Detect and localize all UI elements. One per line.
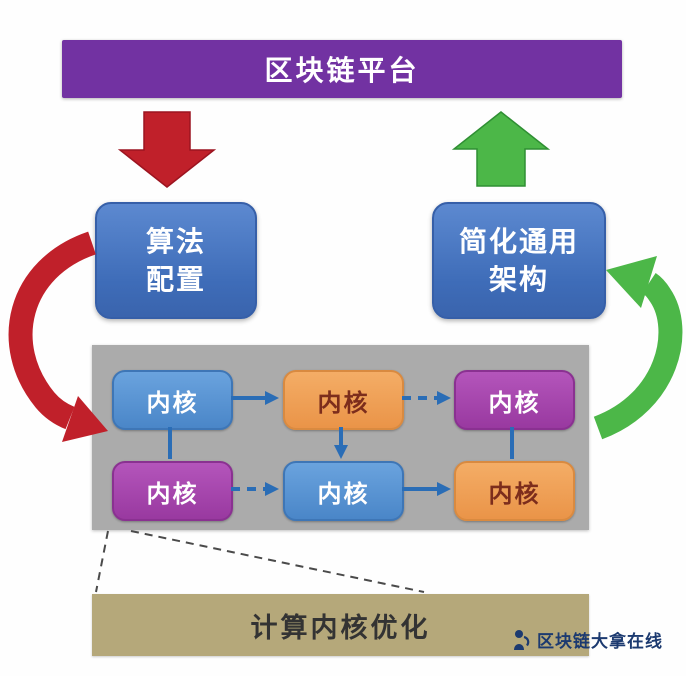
algorithm-config-box: 算法 配置 [95, 202, 257, 319]
kernel-label: 内核 [317, 388, 370, 417]
kernel-box-r2c3: 内核 [454, 461, 575, 521]
kernel-label: 内核 [317, 479, 370, 508]
kernel-label: 内核 [488, 479, 541, 508]
compute-kernel-optimization-box: 计算内核优化 [92, 594, 589, 656]
green-curved-arrow-body [593, 273, 683, 440]
kernel-box-r2c2: 内核 [283, 461, 404, 521]
kernel-box-r2c1: 内核 [112, 461, 233, 521]
algorithm-config-label: 算法 配置 [146, 223, 206, 299]
watermark-logo-icon [514, 629, 530, 650]
watermark-label: 区块链大拿在线 [537, 632, 663, 652]
simplified-architecture-label: 简化通用 架构 [459, 223, 579, 299]
green-curved-arrow-head [606, 256, 657, 308]
watermark: 区块链大拿在线 [512, 627, 663, 652]
callout-dash-left [95, 530, 109, 593]
simplified-architecture-line1: 简化通用 [458, 224, 579, 258]
green-up-arrow [451, 111, 551, 187]
kernel-box-r1c1: 内核 [112, 370, 233, 430]
banner-blockchain-platform: 区块链平台 [62, 40, 622, 98]
simplified-architecture-box: 简化通用 架构 [432, 202, 606, 319]
red-down-arrow [117, 111, 217, 188]
kernel-label: 内核 [146, 479, 199, 508]
kernel-label: 内核 [488, 388, 541, 417]
simplified-architecture-line2: 架构 [488, 262, 549, 296]
callout-dash-right [130, 530, 425, 593]
algorithm-config-line2: 配置 [145, 262, 206, 296]
compute-kernel-optimization-label: 计算内核优化 [250, 612, 431, 644]
kernel-box-r1c3: 内核 [454, 370, 575, 430]
red-curved-arrow-body [8, 231, 97, 430]
algorithm-config-line1: 算法 [145, 224, 206, 258]
kernel-box-r1c2: 内核 [283, 370, 404, 430]
kernel-label: 内核 [146, 388, 199, 417]
banner-label: 区块链平台 [264, 54, 420, 87]
